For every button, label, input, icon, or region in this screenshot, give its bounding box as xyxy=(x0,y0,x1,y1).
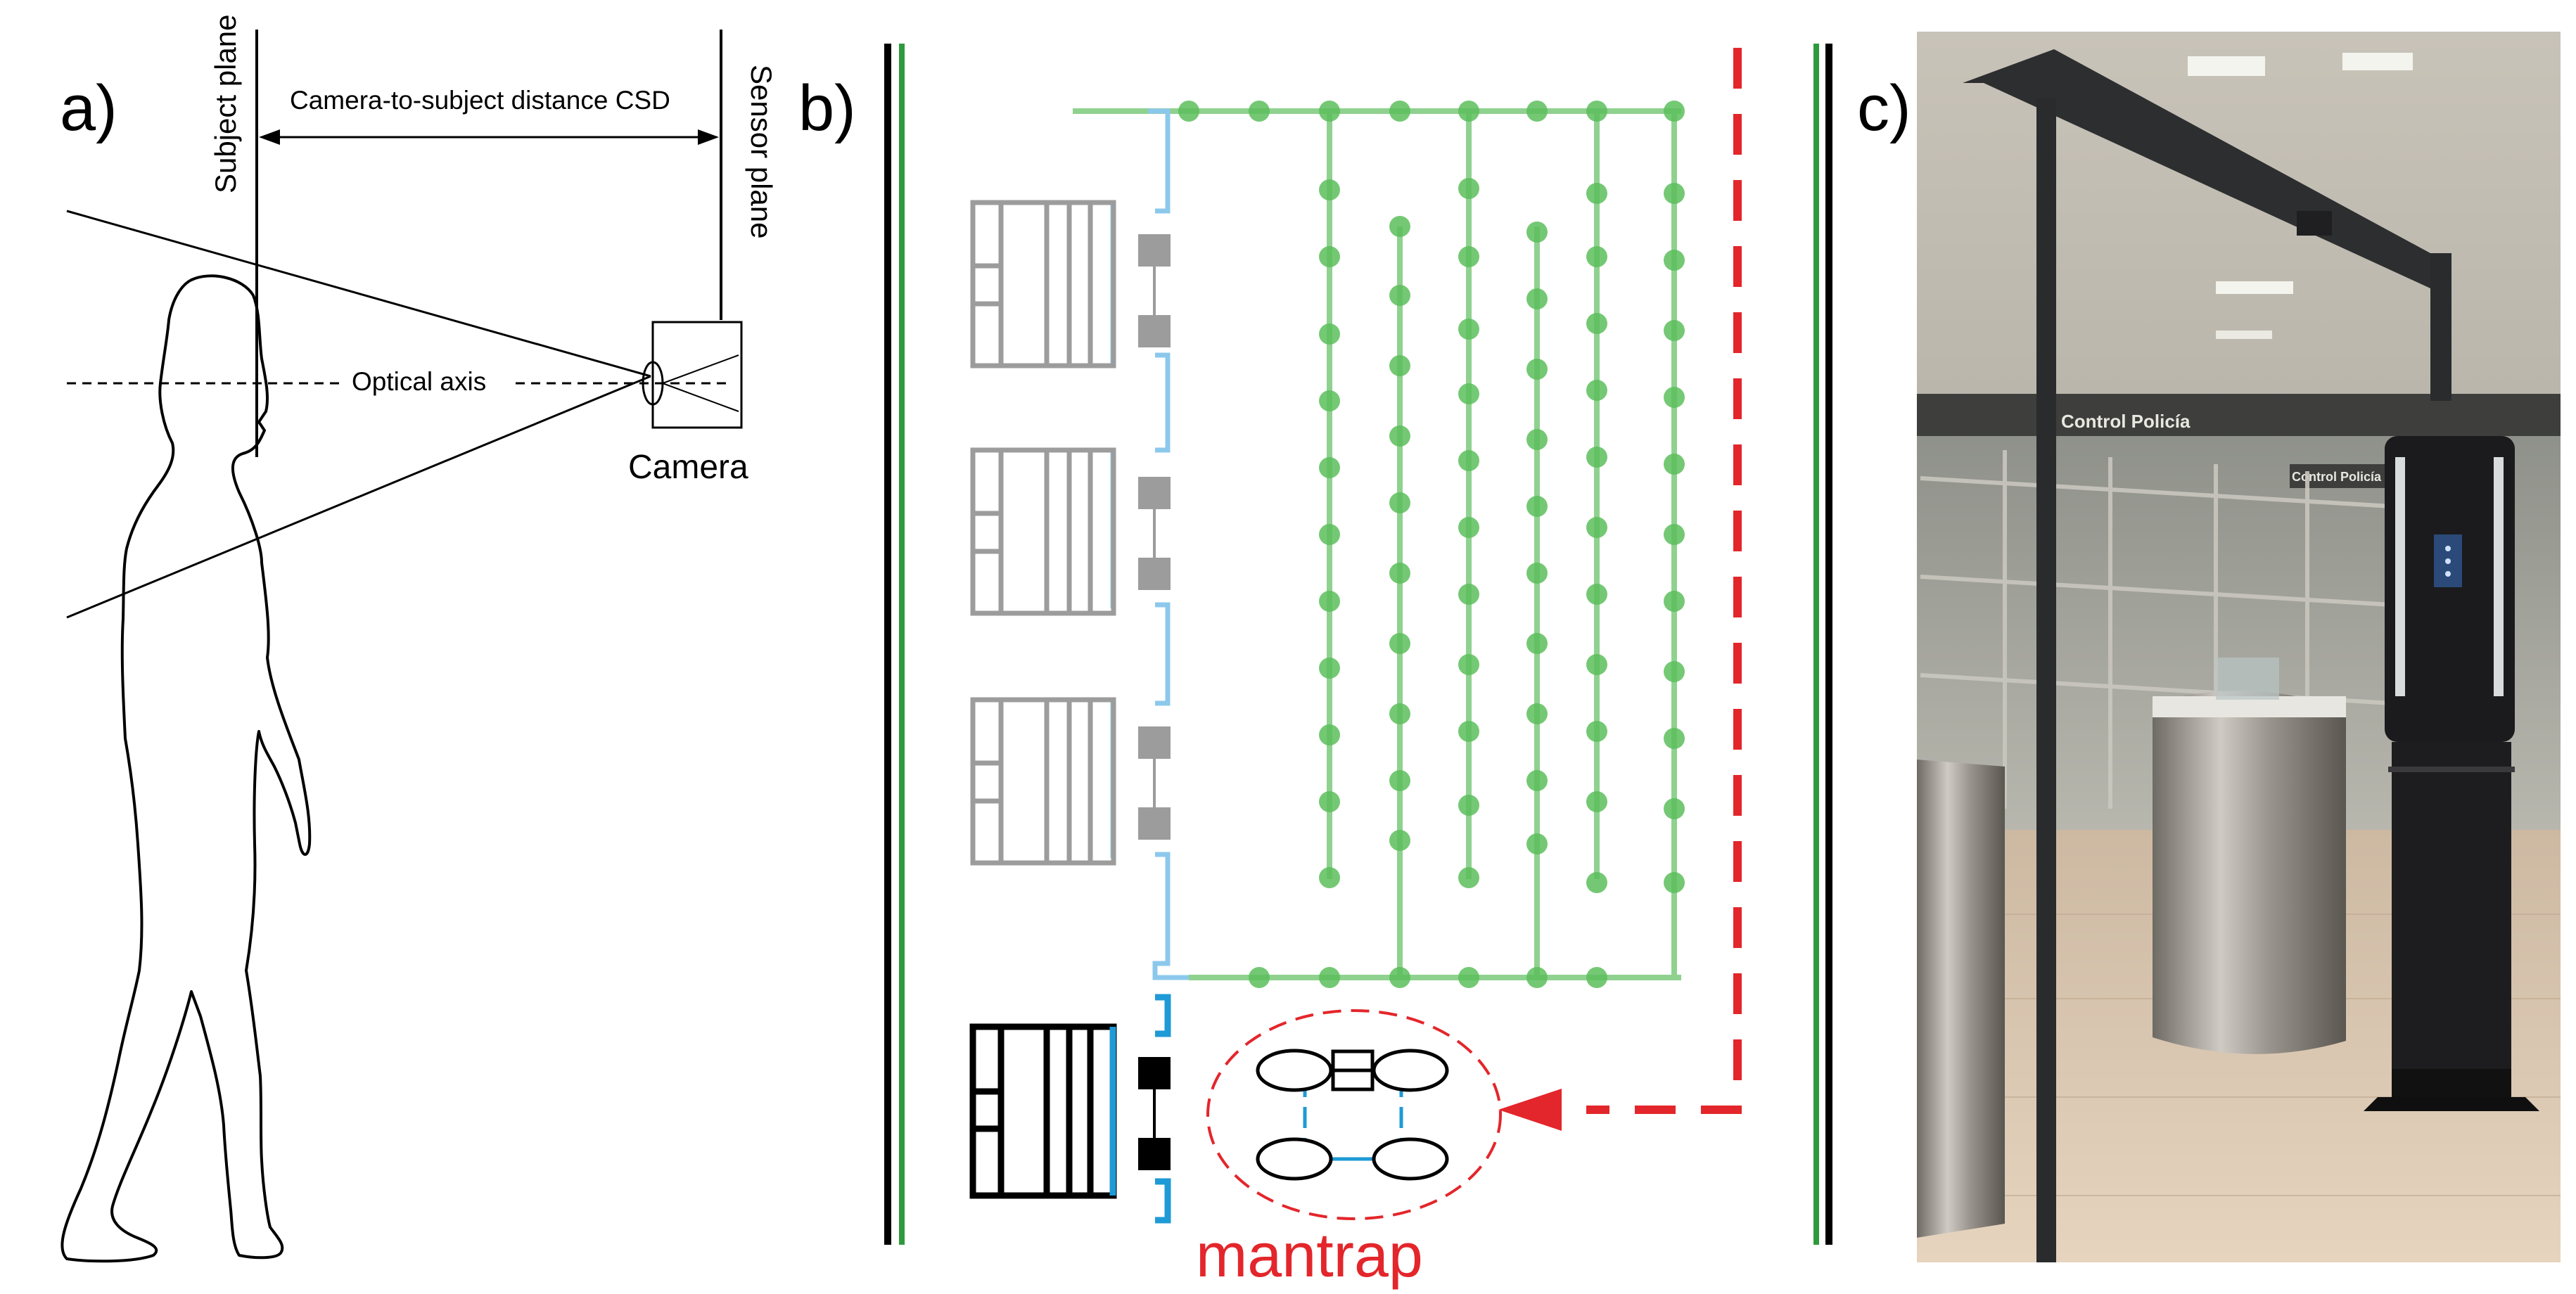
airport-photo: Control Policía Control Policía xyxy=(1917,32,2561,1262)
walking-person-silhouette xyxy=(60,274,312,1263)
mantrap-label: mantrap xyxy=(1196,1220,1423,1290)
sensor-plane-label: Sensor plane xyxy=(745,65,778,239)
control-sign-main: Control Policía xyxy=(2061,411,2191,432)
distance-arrow-right-head xyxy=(698,129,719,145)
mantrap-doors xyxy=(1256,1049,1449,1181)
booth-4-active xyxy=(969,1023,1117,1199)
distance-arrow-left-head xyxy=(259,129,280,145)
mantrap-redirect-path xyxy=(1586,48,1742,1114)
panel-c-label: c) xyxy=(1857,72,1911,144)
mantrap-boundary xyxy=(1206,1009,1502,1220)
control-sign-secondary: Control Policía xyxy=(2292,470,2382,484)
camera-body xyxy=(651,321,743,429)
subject-plane-label: Subject plane xyxy=(209,14,242,193)
fov-lower-line xyxy=(66,375,651,619)
booth-1 xyxy=(970,200,1116,369)
biometric-kiosk xyxy=(2385,436,2515,742)
panel-c: c) Con xyxy=(1857,32,2561,1262)
panel-b-label: b) xyxy=(798,72,856,144)
distance-label: Camera-to-subject distance CSD xyxy=(290,86,670,115)
gate-squares-black xyxy=(1138,1057,1171,1170)
mantrap-arrow-head xyxy=(1498,1089,1562,1131)
panel-b: b) xyxy=(798,44,1832,1290)
booth-3 xyxy=(970,697,1116,866)
gate-barriers-active xyxy=(1109,994,1171,1224)
panel-a: a) Subject plane Sensor plane Camera-to-… xyxy=(60,14,778,1263)
gate-squares-gray xyxy=(1138,234,1171,840)
optical-axis-label: Optical axis xyxy=(352,367,486,396)
camera-label: Camera xyxy=(628,449,748,486)
booth-2 xyxy=(970,447,1116,616)
queue-dots xyxy=(1178,101,1685,988)
fov-upper-line xyxy=(66,210,651,378)
panel-a-label: a) xyxy=(60,72,117,144)
